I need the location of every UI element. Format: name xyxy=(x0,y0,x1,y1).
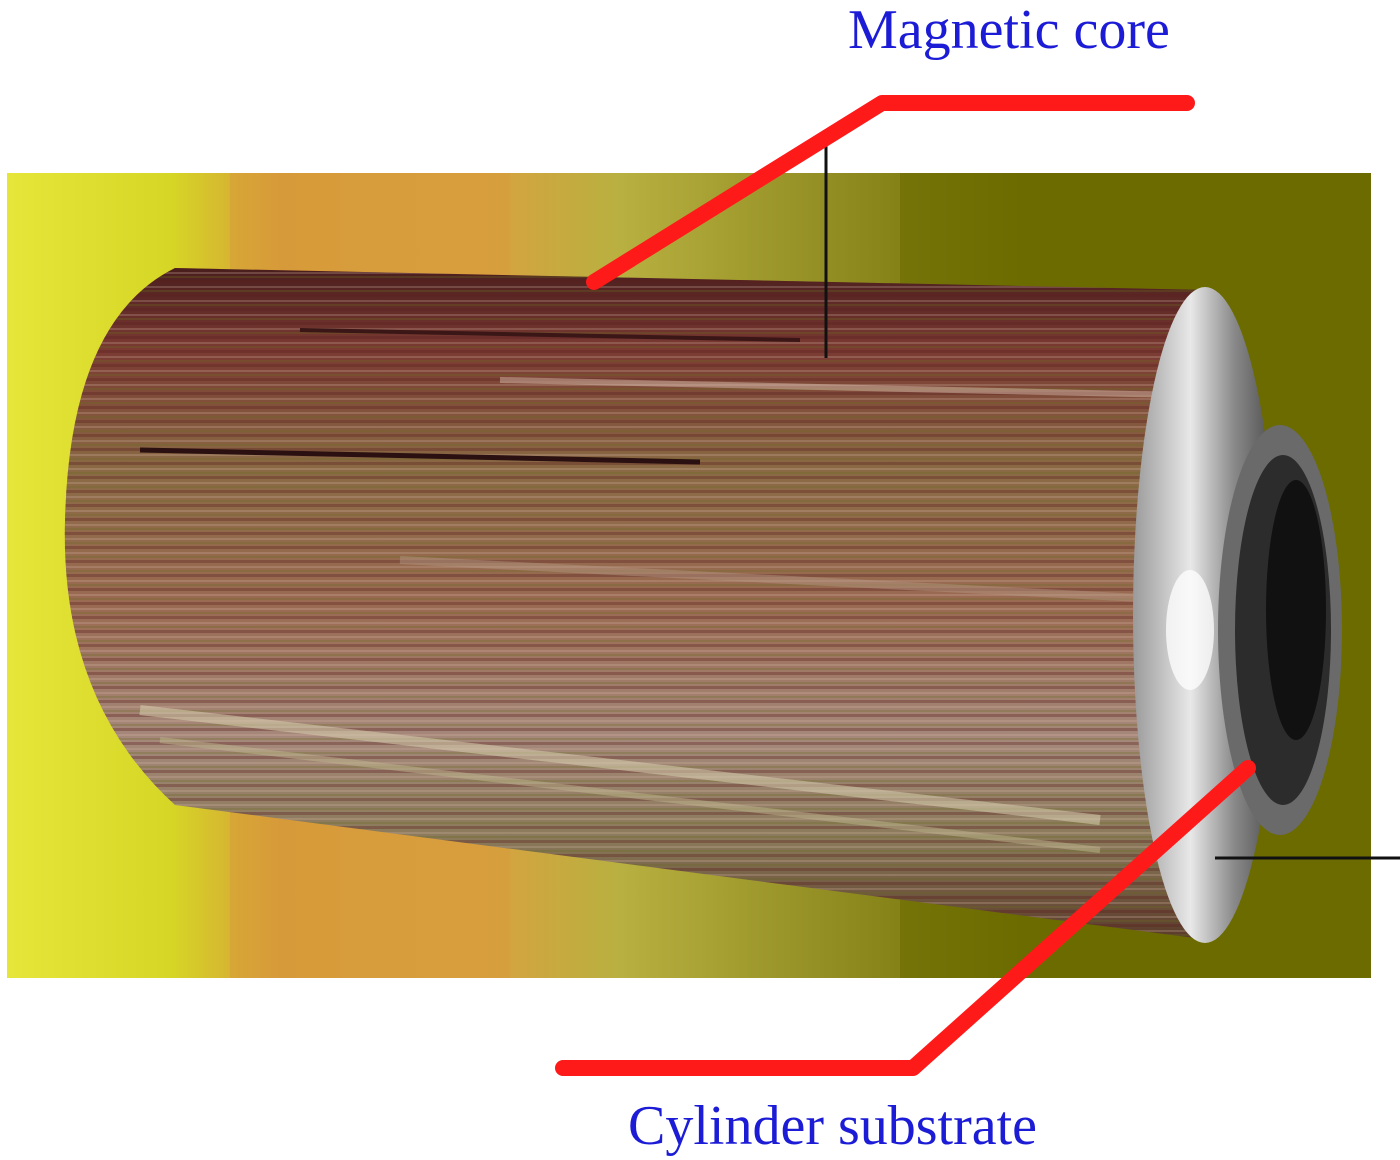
cylinder-substrate-label: Cylinder substrate xyxy=(628,1095,1038,1157)
cylinder-substrate-leader xyxy=(555,760,1256,1076)
magnetic-core-body xyxy=(64,268,1211,940)
magnetic-core-label: Magnetic core xyxy=(848,0,1170,61)
magnetic-core-leader xyxy=(586,95,1195,290)
